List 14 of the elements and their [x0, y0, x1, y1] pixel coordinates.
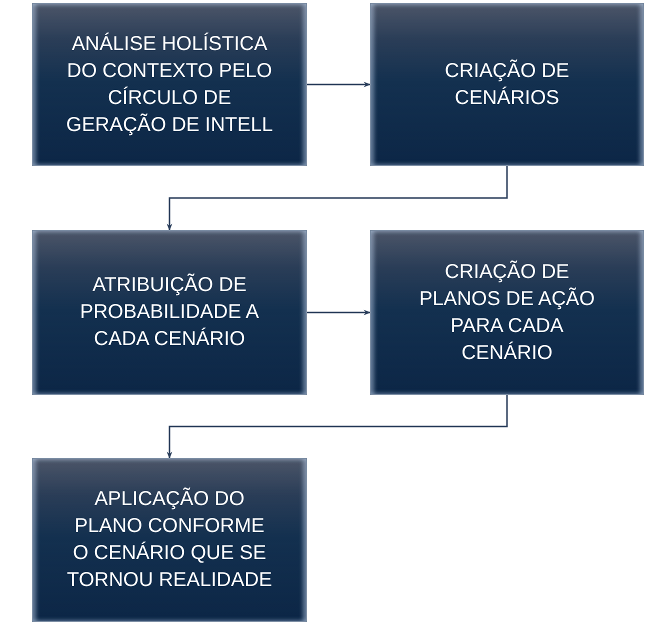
process-box: [370, 3, 644, 166]
connector-arrow: [166, 395, 508, 459]
connector-arrow: [166, 166, 508, 231]
process-box: [32, 3, 307, 166]
connector-arrow: [307, 310, 371, 316]
process-label: CRIAÇÃO DE PLANOS DE AÇÃO PARA CADA CENÁRIO: [418, 260, 596, 366]
process-box: [32, 458, 307, 622]
process-label: APLICAÇÃO DO PLANO CONFORME O CENÁRIO QUE SE TORNOU REALIDADE: [66, 486, 274, 593]
process-label: ANÁLISE HOLÍSTICA DO CONTEXTO PELO CÍRCULO DE GERAÇÃO DE INTELL: [65, 32, 274, 138]
process-box: [370, 230, 644, 395]
process-label: CRIAÇÃO DE CENÁRIOS: [444, 58, 570, 110]
process-label: ATRIBUIÇÃO DE PROBABILIDADE A CADA CENÁRIO: [79, 272, 260, 352]
connector-arrow: [307, 82, 371, 88]
process-box: [32, 230, 307, 395]
